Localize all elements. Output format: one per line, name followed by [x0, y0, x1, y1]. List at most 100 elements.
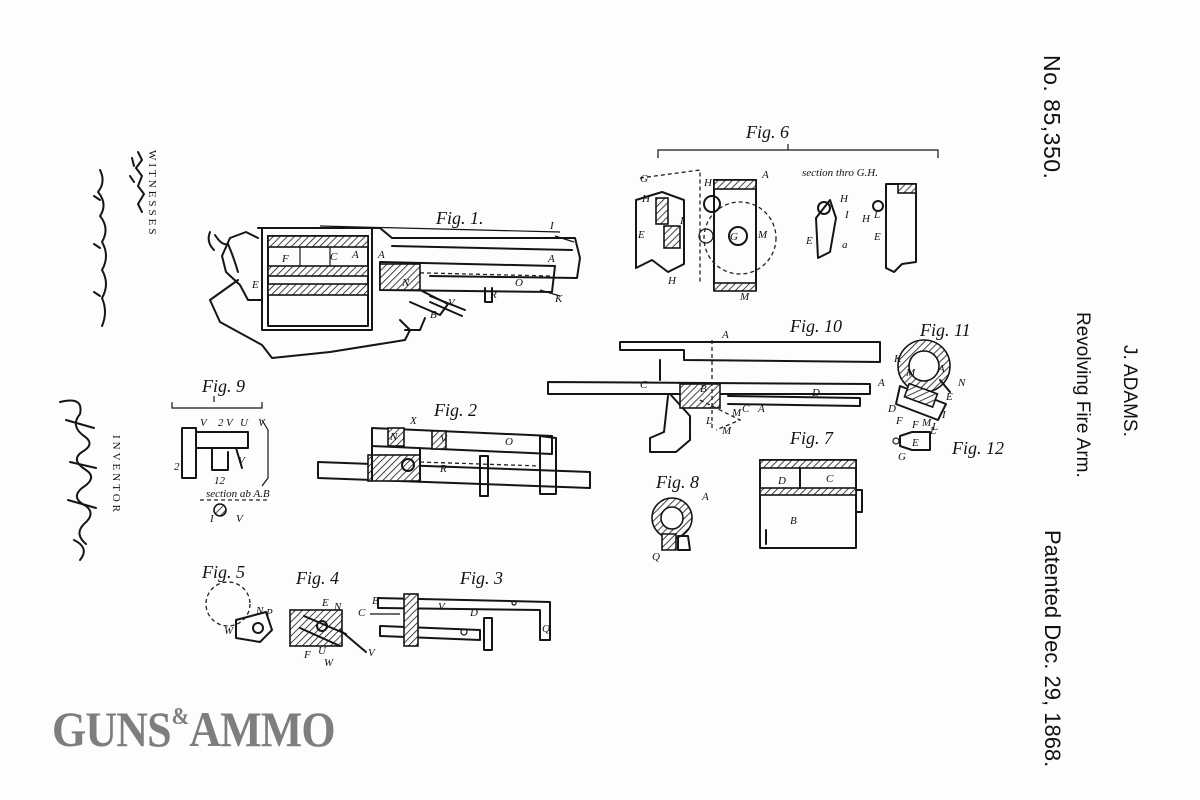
svg-text:C: C [826, 473, 834, 485]
svg-text:H: H [703, 177, 713, 189]
svg-text:H: H [667, 275, 677, 287]
svg-text:A: A [937, 363, 945, 375]
fig10-label: Fig. 10 [789, 316, 842, 336]
svg-text:D: D [777, 475, 786, 487]
svg-text:C: C [640, 379, 648, 391]
svg-text:M: M [757, 229, 768, 241]
inventor-name: J. ADAMS. [1119, 345, 1140, 437]
svg-text:M: M [921, 417, 932, 429]
section-gh-label: section thro G.H. [802, 167, 878, 179]
svg-text:E: E [251, 279, 259, 291]
fig2-lever: N V O R X [317, 415, 591, 497]
svg-text:X: X [409, 415, 418, 427]
svg-text:E: E [873, 231, 881, 243]
svg-text:C: C [358, 607, 366, 619]
svg-text:V: V [258, 417, 266, 429]
svg-text:M: M [731, 407, 742, 419]
svg-text:V: V [226, 417, 234, 429]
svg-text:U: U [318, 645, 327, 657]
svg-text:F: F [303, 649, 311, 661]
svg-text:L: L [705, 415, 712, 427]
patent-title: Revolving Fire Arm. [1072, 312, 1093, 478]
logo-word-ammo: AMMO [189, 701, 335, 757]
svg-text:N: N [389, 431, 398, 443]
inventor-signature [59, 399, 97, 561]
svg-text:F: F [895, 415, 903, 427]
logo-ampersand: & [171, 704, 190, 730]
svg-text:B: B [790, 515, 797, 527]
svg-text:N: N [333, 601, 342, 613]
svg-text:H: H [839, 193, 849, 205]
patent-number: No. 85,350. [1039, 55, 1065, 180]
svg-text:A: A [547, 253, 555, 265]
svg-text:E: E [371, 595, 379, 607]
svg-text:D: D [469, 607, 478, 619]
svg-text:K: K [893, 353, 902, 365]
svg-text:L: L [929, 425, 936, 437]
fig7-label: Fig. 7 [789, 428, 834, 448]
fig6-label: Fig. 6 [745, 122, 789, 142]
svg-text:I: I [549, 220, 555, 232]
fig9-detail: V 2 V U V 2 V 12 I V section ab A.B [171, 396, 270, 525]
fig9-label: Fig. 9 [201, 376, 245, 396]
svg-text:I: I [679, 215, 685, 227]
svg-text:E: E [945, 391, 953, 403]
svg-text:V: V [440, 433, 448, 445]
section-ab-label: section ab A.B [206, 488, 270, 500]
fig4-detail: E N F U W V [289, 597, 376, 669]
fig12-label: Fig. 12 [951, 438, 1004, 458]
svg-text:C: C [330, 251, 338, 263]
svg-text:V: V [368, 647, 376, 659]
svg-text:A: A [761, 169, 769, 181]
fig6-sections: G H E I H H A G M M H I E a H L E sectio… [635, 144, 939, 303]
fig12-detail: E G F L [892, 419, 938, 463]
svg-text:Q: Q [542, 623, 550, 635]
svg-text:P: P [265, 607, 273, 619]
svg-text:O: O [505, 436, 513, 448]
logo-word-guns: GUNS [52, 701, 172, 757]
svg-text:V: V [200, 417, 208, 429]
svg-text:H: H [641, 193, 651, 205]
svg-text:N: N [401, 277, 410, 289]
svg-text:E: E [637, 229, 645, 241]
svg-text:Q: Q [652, 551, 660, 563]
svg-text:V: V [438, 601, 446, 613]
svg-text:W: W [224, 625, 234, 637]
svg-text:C: C [742, 403, 750, 415]
fig5-detail: N P W [205, 581, 273, 643]
svg-text:R: R [489, 289, 497, 301]
svg-text:B: B [700, 383, 707, 395]
witnesses-label: WITNESSES [146, 150, 158, 238]
fig7-chamber: D C B [759, 459, 863, 549]
svg-text:W: W [324, 657, 334, 669]
svg-text:R: R [439, 463, 447, 475]
svg-text:A: A [701, 491, 709, 503]
svg-text:A: A [721, 329, 729, 341]
svg-text:A: A [757, 403, 765, 415]
fig1-label: Fig. 1. [435, 208, 484, 228]
svg-text:L: L [931, 421, 938, 433]
svg-text:O: O [515, 277, 523, 289]
svg-text:M: M [721, 425, 732, 437]
svg-text:I: I [209, 513, 215, 525]
svg-text:D: D [887, 403, 896, 415]
witness-signatures [93, 151, 145, 327]
svg-text:A: A [351, 249, 359, 261]
svg-text:F: F [911, 419, 919, 431]
svg-text:2: 2 [218, 417, 224, 429]
fig5-label: Fig. 5 [201, 562, 245, 582]
svg-text:M: M [739, 291, 750, 303]
svg-text:L: L [873, 209, 880, 221]
svg-text:B: B [430, 309, 437, 321]
inventor-label: INVENTOR [110, 435, 122, 516]
fig8-label: Fig. 8 [655, 472, 699, 492]
svg-text:I: I [941, 409, 947, 421]
guns-ammo-logo: GUNS&AMMO [52, 700, 336, 758]
svg-text:E: E [911, 437, 919, 449]
svg-text:E: E [321, 597, 329, 609]
fig11-section: K M A N E D F M I L A [877, 339, 966, 437]
svg-text:V: V [236, 513, 244, 525]
patent-date: Patented Dec. 29, 1868. [1040, 530, 1065, 768]
svg-text:2: 2 [174, 461, 180, 473]
